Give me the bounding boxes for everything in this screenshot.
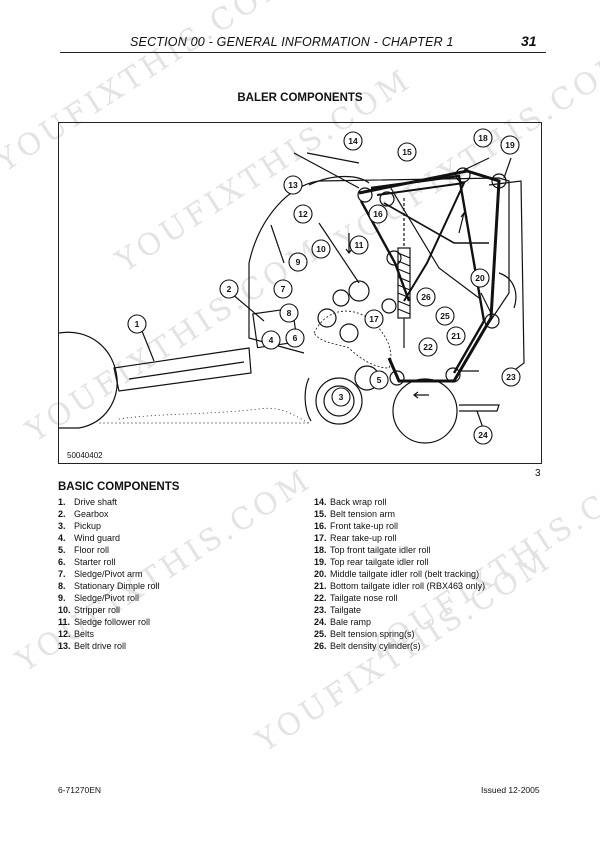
baler-drawing: 1 2 3 4 5 6 7 8 9 10 11 12 13 14 15 16 1… (59, 128, 525, 445)
list-item: 17.Rear take-up roll (314, 533, 397, 543)
svg-text:17: 17 (369, 314, 379, 324)
callout-9: 9 (288, 252, 308, 272)
list-item: 21.Bottom tailgate idler roll (RBX463 on… (314, 581, 486, 591)
figure-code: 50040402 (67, 451, 103, 460)
list-item: 6.Starter roll (58, 557, 116, 567)
list-item: 9.Sledge/Pivot roll (58, 593, 140, 603)
svg-text:18: 18 (478, 133, 488, 143)
svg-text:25: 25 (440, 311, 450, 321)
callout-26: 26 (416, 287, 436, 307)
list-item: 8.Stationary Dimple roll (58, 581, 160, 591)
header-rule (60, 52, 546, 53)
page-number: 31 (521, 33, 537, 49)
callout-23: 23 (501, 367, 521, 387)
list-item: 10.Stripper roll (58, 605, 121, 615)
page-title: BALER COMPONENTS (237, 92, 363, 104)
svg-text:19: 19 (505, 140, 515, 150)
section-header: SECTION 00 - GENERAL INFORMATION - CHAPT… (130, 35, 454, 49)
list-item: 26.Belt density cylinder(s) (314, 641, 421, 651)
svg-text:12: 12 (298, 209, 308, 219)
svg-text:10: 10 (316, 244, 326, 254)
svg-text:11: 11 (355, 240, 364, 250)
components-list-right: 14.Back wrap roll 15.Belt tension arm 16… (314, 496, 554, 652)
svg-text:20: 20 (475, 273, 485, 283)
svg-text:15: 15 (402, 147, 412, 157)
list-item: 2.Gearbox (58, 509, 109, 519)
list-item: 13.Belt drive roll (58, 641, 127, 651)
callout-22: 22 (418, 337, 438, 357)
callout-12: 12 (293, 204, 313, 224)
callout-7: 7 (273, 279, 293, 299)
svg-text:23: 23 (506, 372, 516, 382)
list-item: 20.Middle tailgate idler roll (belt trac… (314, 569, 480, 579)
svg-text:4: 4 (269, 335, 274, 345)
callout-25: 25 (435, 306, 455, 326)
svg-text:8: 8 (287, 308, 292, 318)
callout-10: 10 (311, 239, 331, 259)
svg-text:2: 2 (227, 284, 232, 294)
callout-15: 15 (397, 142, 417, 162)
list-item: 23.Tailgate (314, 605, 362, 615)
callout-2: 2 (219, 279, 239, 299)
issued-date: Issued 12-2005 (481, 785, 540, 795)
svg-text:24: 24 (478, 430, 488, 440)
callout-1: 1 (127, 314, 147, 334)
callout-19: 19 (500, 135, 520, 155)
callout-24: 24 (473, 425, 493, 445)
list-item: 18.Top front tailgate idler roll (314, 545, 431, 555)
list-item: 4.Wind guard (58, 533, 121, 543)
svg-text:21: 21 (451, 331, 461, 341)
list-item: 24.Bale ramp (314, 617, 372, 627)
document-code: 6-71270EN (58, 785, 102, 795)
list-item: 19.Top rear tailgate idler roll (314, 557, 429, 567)
components-list-left: 1.Drive shaft 2.Gearbox 3.Pickup 4.Wind … (58, 496, 308, 652)
callout-17: 17 (364, 309, 384, 329)
figure-number: 3 (535, 468, 541, 479)
svg-text:5: 5 (377, 375, 382, 385)
list-item: 3.Pickup (58, 521, 102, 531)
list-item: 12.Belts (58, 629, 95, 639)
callout-20: 20 (470, 268, 490, 288)
list-item: 22.Tailgate nose roll (314, 593, 398, 603)
svg-text:13: 13 (288, 180, 298, 190)
callout-13: 13 (283, 175, 303, 195)
svg-text:9: 9 (296, 257, 301, 267)
components-heading: BASIC COMPONENTS (58, 481, 180, 493)
list-item: 5.Floor roll (58, 545, 110, 555)
list-item: 7.Sledge/Pivot arm (58, 569, 143, 579)
list-item: 16.Front take-up roll (314, 521, 399, 531)
callout-5: 5 (369, 370, 389, 390)
list-item: 14.Back wrap roll (314, 497, 387, 507)
list-item: 1.Drive shaft (58, 497, 118, 507)
svg-text:6: 6 (293, 333, 298, 343)
list-item: 25.Belt tension spring(s) (314, 629, 415, 639)
svg-text:14: 14 (348, 136, 358, 146)
callout-16: 16 (368, 204, 388, 224)
svg-text:1: 1 (135, 319, 140, 329)
callout-14: 14 (343, 131, 363, 151)
callout-11: 11 (349, 235, 369, 255)
svg-text:16: 16 (373, 209, 383, 219)
list-item: 15.Belt tension arm (314, 509, 396, 519)
svg-text:22: 22 (423, 342, 433, 352)
baler-diagram: 1 2 3 4 5 6 7 8 9 10 11 12 13 14 15 16 1… (58, 122, 542, 464)
callout-4: 4 (261, 330, 281, 350)
callout-8: 8 (279, 303, 299, 323)
svg-text:3: 3 (339, 392, 344, 402)
callout-18: 18 (473, 128, 493, 148)
callout-21: 21 (446, 326, 466, 346)
svg-text:26: 26 (421, 292, 431, 302)
callout-3: 3 (331, 387, 351, 407)
list-item: 11.Sledge follower roll (58, 617, 151, 627)
callout-6: 6 (285, 328, 305, 348)
svg-text:7: 7 (281, 284, 286, 294)
